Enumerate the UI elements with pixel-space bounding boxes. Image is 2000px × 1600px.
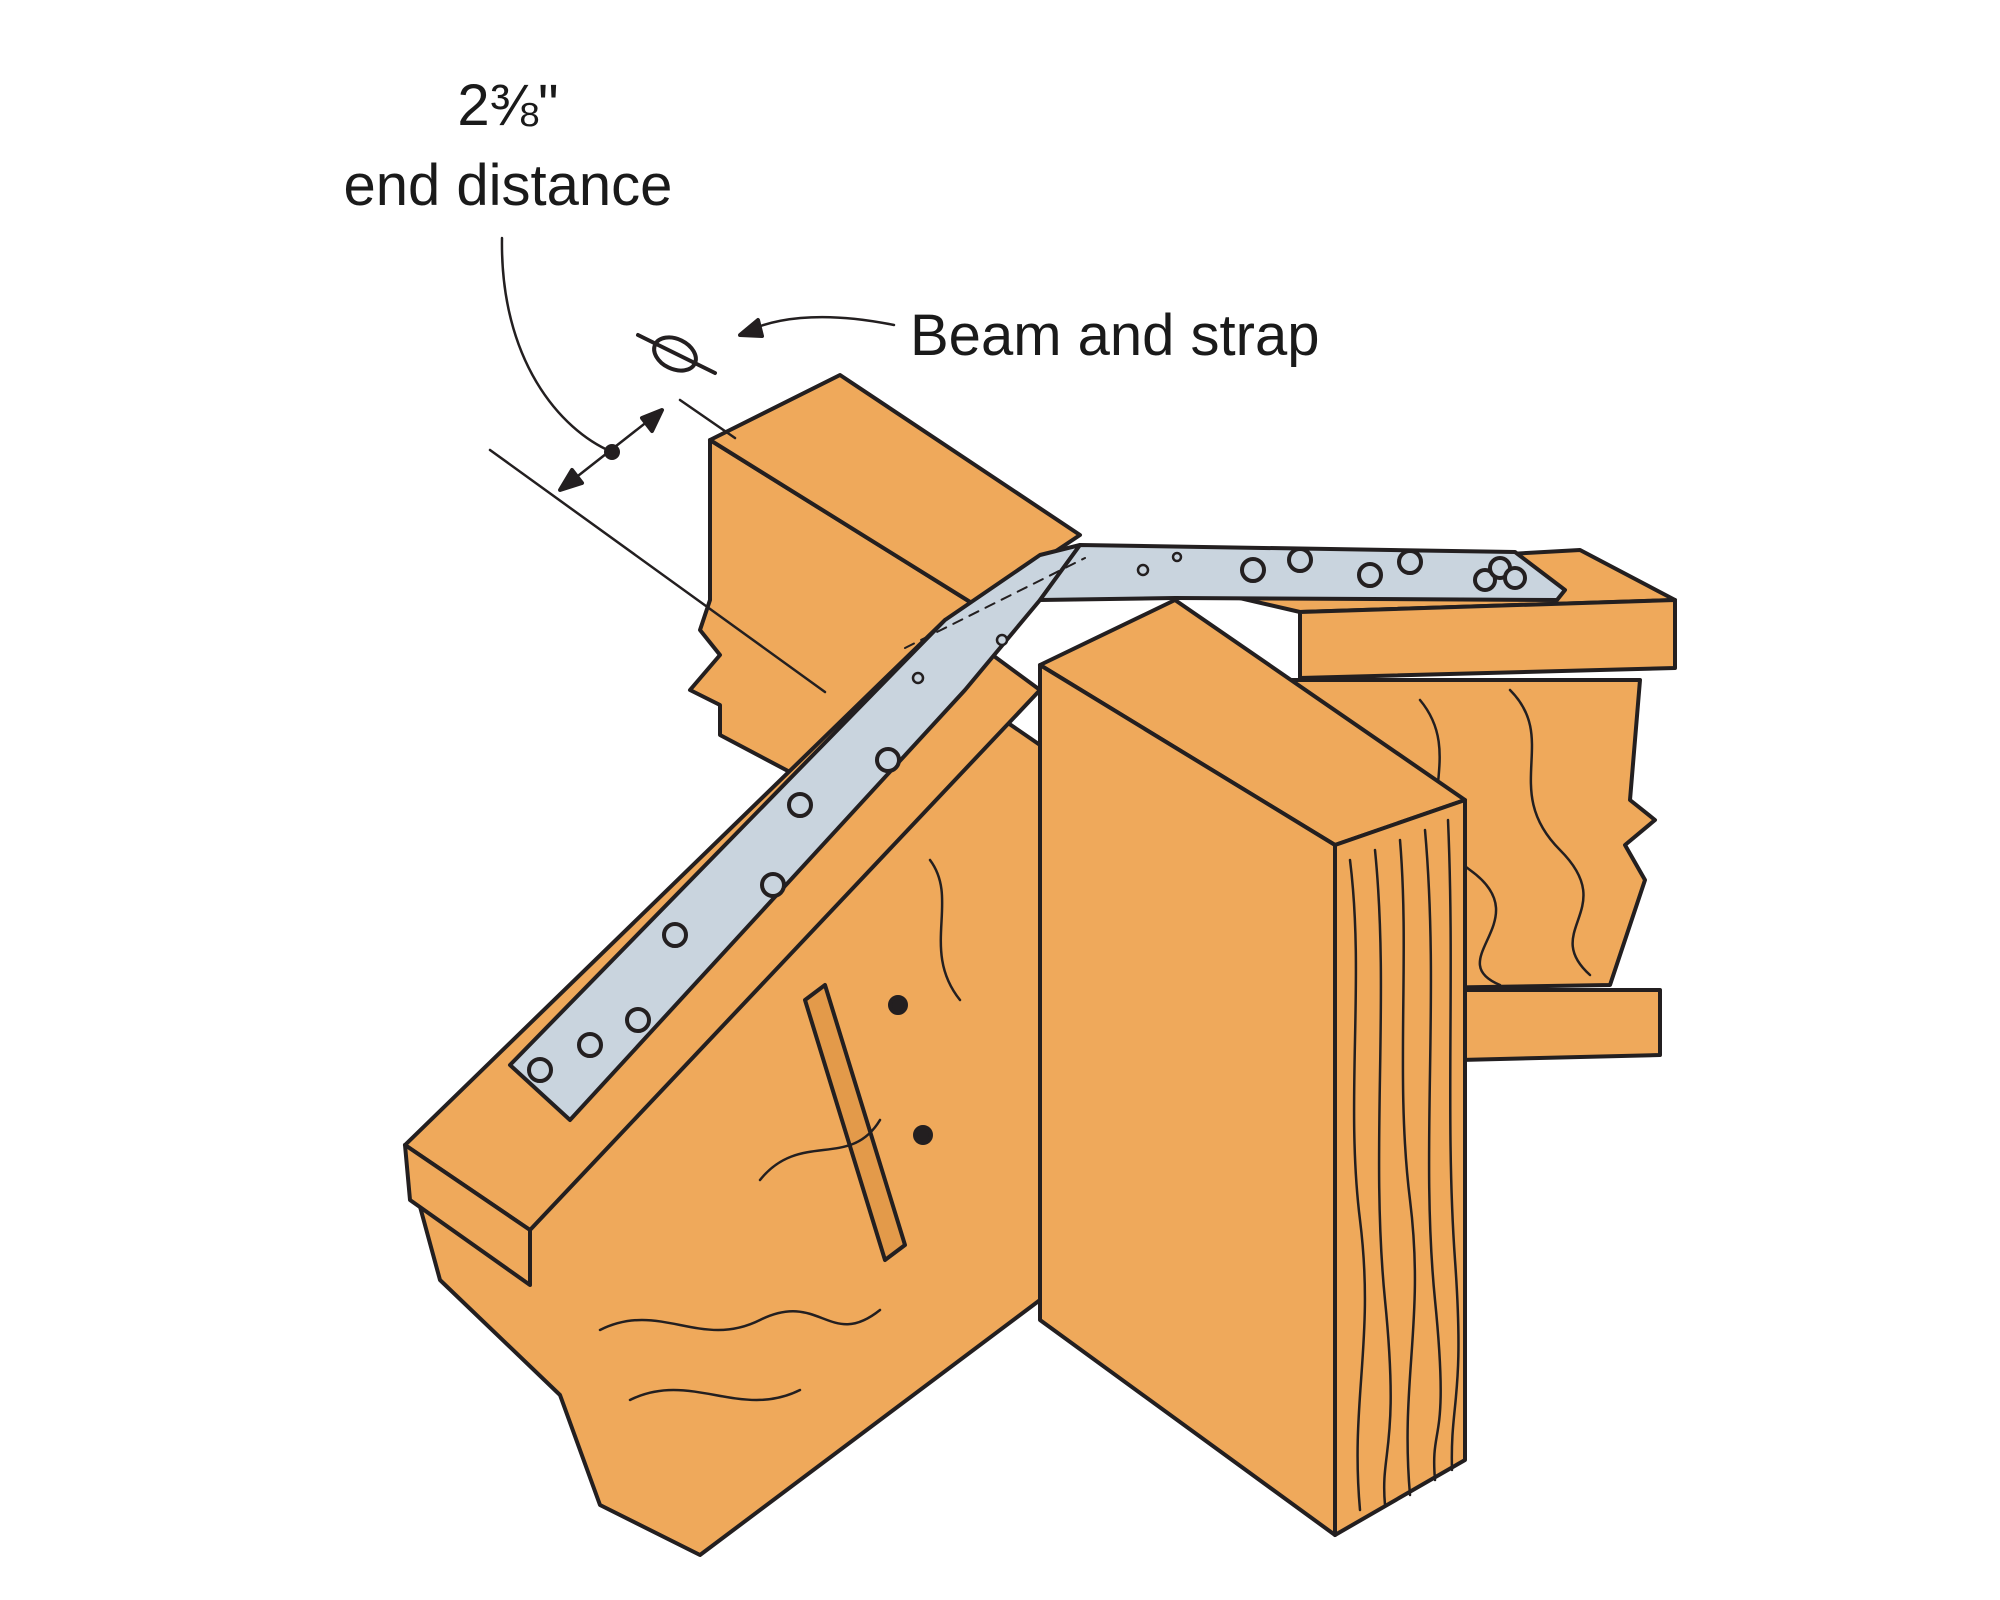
front-post: [1038, 598, 1467, 1537]
extension-line: [678, 398, 737, 440]
end-distance-leader: [500, 236, 614, 454]
strap: [508, 543, 1567, 1122]
right-beam-bottom-ledge: [1458, 988, 1662, 1062]
strap-fastener: [760, 872, 786, 898]
front-post-end-face: [1333, 798, 1467, 1537]
centerline-symbol: [636, 333, 717, 375]
end-distance-value: 2⅜": [457, 73, 558, 138]
centerline-symbol-ring: [652, 335, 698, 373]
strap-fastener: [1503, 566, 1527, 590]
dimension-arrowheads: [558, 318, 764, 492]
strap-fastener: [1397, 549, 1423, 575]
leader-dot: [604, 444, 620, 460]
strap-small-hole: [995, 633, 1009, 647]
left-joist-web-stiffener: [803, 983, 907, 1262]
centerline-symbol-stem: [636, 333, 717, 375]
strap-small-hole: [911, 671, 925, 685]
arrowhead: [640, 408, 664, 433]
strap-fastener: [625, 1007, 651, 1033]
joist-nail-hole: [913, 1125, 933, 1145]
strap-fastener: [1287, 547, 1313, 573]
arrowhead: [738, 318, 764, 338]
left-joist-grain: [598, 858, 962, 1402]
strap-fastener: [1473, 568, 1497, 592]
strap-centerline: [904, 557, 1086, 649]
strap-fastener: [875, 747, 901, 773]
arrowhead: [558, 468, 584, 492]
end-distance-label: end distance: [344, 153, 673, 218]
extension-line: [488, 448, 827, 694]
left-beam-top-face: [708, 373, 1082, 607]
strap-small-hole: [1136, 563, 1150, 577]
left-joist-top-flange-edge: [403, 1143, 532, 1287]
left-joist: [403, 618, 1042, 1557]
front-post-end-grain: [1348, 818, 1460, 1512]
strap-fastener: [577, 1032, 603, 1058]
strap-fastener: [1240, 557, 1266, 583]
strap-fastener: [787, 792, 813, 818]
strap-fastener: [1357, 562, 1383, 588]
strap-fastener: [527, 1057, 553, 1083]
strap-fastener: [662, 922, 688, 948]
right-beam-top-front: [1298, 598, 1677, 680]
strap-small-hole: [1171, 551, 1183, 563]
centerline-label: Beam and strap: [910, 303, 1319, 368]
joist-nail-hole: [888, 995, 908, 1015]
